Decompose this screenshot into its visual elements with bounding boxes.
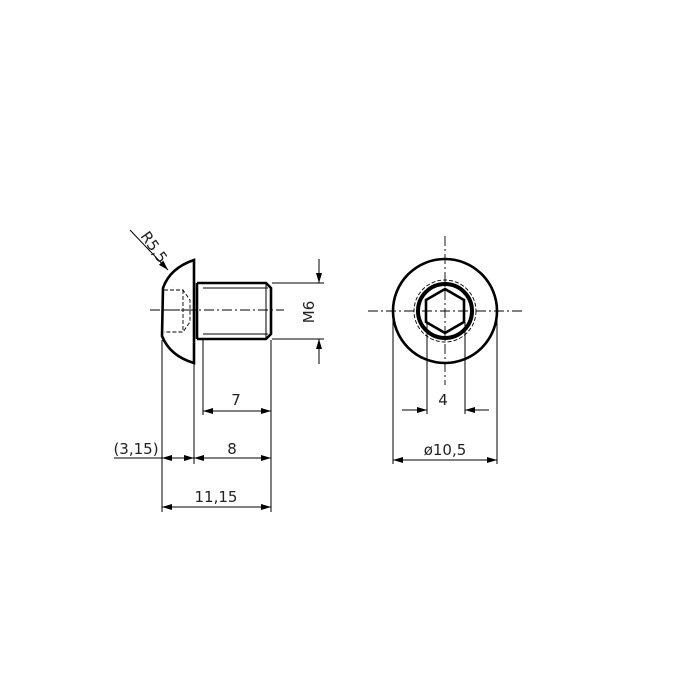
side-view: R5,5 M6 7 (3,15) 8 11,15 (113, 228, 324, 512)
end-view: 4 ø10,5 (368, 236, 522, 464)
head-height-label: (3,15) (113, 440, 158, 458)
shank (197, 281, 273, 341)
head-diameter-label: ø10,5 (424, 441, 467, 459)
hex-socket-hidden (164, 289, 191, 333)
socket-label: 4 (438, 391, 448, 409)
radius-leader (129, 229, 169, 271)
thread-label: M6 (300, 301, 318, 324)
shank-length-label: 8 (227, 440, 237, 458)
thread-length-label: 7 (231, 391, 241, 409)
total-length-label: 11,15 (195, 488, 238, 506)
radius-label: R5,5 (137, 228, 171, 266)
button-head (160, 258, 196, 365)
